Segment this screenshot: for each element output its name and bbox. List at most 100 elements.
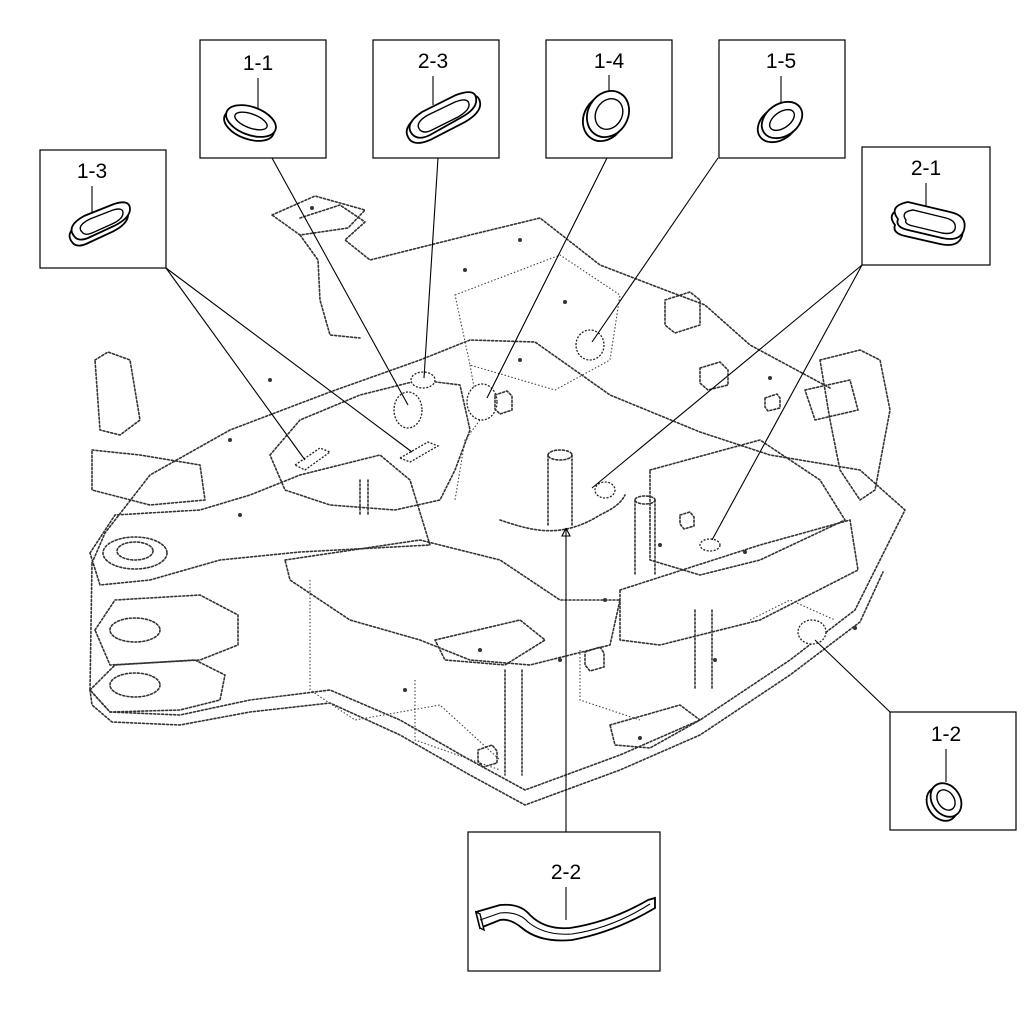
callout-label: 2-3: [418, 50, 448, 73]
bolt-dot: [768, 376, 772, 380]
bolt-dot: [478, 648, 482, 652]
frame-rear-step: [609, 704, 701, 749]
oval-grommet-icon: [756, 100, 804, 144]
bolt-dot: [743, 550, 747, 554]
frame-lower-wall-left: [309, 580, 501, 761]
oval-grommet-icon: [223, 104, 277, 142]
callout-1-2: 1-2: [889, 711, 1017, 831]
frame-side-arm: [269, 379, 471, 511]
callout-1-4: 1-4: [545, 39, 673, 159]
frame-deck-outline: [89, 339, 906, 791]
frame-lower-wall-mid: [414, 680, 501, 771]
large-oval-grommet-icon: [405, 91, 482, 144]
callout-label: 1-2: [931, 723, 961, 746]
frame-hose-guide: [499, 494, 626, 532]
frame-right-rail: [649, 439, 846, 576]
bolt-dot: [713, 658, 717, 662]
frame-lower-wall-right2: [749, 599, 836, 621]
leader-2-1a: [591, 264, 863, 489]
bolt-dot: [310, 206, 314, 210]
hole-1-4: [466, 383, 498, 421]
edge-trim-strip-icon: [474, 896, 656, 942]
bolt-dot: [268, 378, 272, 382]
frame-block: [494, 390, 513, 415]
frame-right-block: [804, 379, 859, 421]
leader-1-4: [486, 157, 608, 399]
frame-post-3: [504, 669, 523, 776]
frame-block: [664, 291, 701, 334]
hole-2-3: [410, 371, 436, 389]
frame-block: [679, 511, 695, 530]
bolt-dot: [563, 300, 567, 304]
callout-label: 1-1: [243, 52, 273, 75]
frame-left-pillar: [94, 351, 141, 436]
frame-left-bracket: [91, 449, 206, 506]
leader-1-1: [271, 157, 409, 406]
bolt-dot: [518, 358, 522, 362]
hole-1-1: [393, 391, 423, 429]
leader-2-3: [423, 157, 439, 379]
frame-inner-wall: [454, 254, 621, 391]
leader-1-3b: [165, 267, 413, 453]
frame-lower-wall-right: [579, 650, 641, 721]
bolt-dot: [558, 658, 562, 662]
frame-boom-bracket-mid: [94, 594, 239, 666]
frame-right-deck: [619, 519, 859, 646]
frame-rear-box: [299, 204, 831, 389]
hole-2-1b: [699, 538, 721, 552]
leader-1-5: [591, 157, 719, 343]
frame-deck-lower-edge: [89, 571, 884, 806]
frame-block: [584, 646, 605, 672]
callout-2-3: 2-3: [372, 39, 500, 159]
leader-1-3a: [165, 267, 306, 461]
round-grommet-icon: [582, 90, 630, 142]
hole-2-1: [594, 481, 616, 499]
frame-step-plate: [434, 619, 546, 666]
frame-boom-pin-upper-inner: [116, 541, 154, 561]
callout-label: 2-1: [911, 157, 941, 180]
frame-post-2-top: [634, 495, 656, 505]
callout-1-3: 1-3: [39, 149, 167, 269]
callout-2-1: 2-1: [861, 146, 991, 266]
callout-1-5: 1-5: [718, 39, 846, 159]
frame-rear-box-top: [271, 195, 366, 236]
frame-block: [477, 744, 498, 768]
large-oval-grommet-icon: [890, 201, 966, 246]
frame-front-plate: [284, 539, 621, 666]
bolt-dot: [638, 736, 642, 740]
frame-boom-pin-upper: [102, 536, 168, 570]
frame-upright-left: [299, 234, 361, 339]
frame-block: [699, 361, 729, 391]
frame-post-5: [359, 479, 369, 516]
frame-boom-bracket-top: [89, 454, 431, 586]
callout-1-1: 1-1: [199, 39, 327, 159]
hole-1-3a: [293, 447, 332, 471]
callout-2-2: 2-2: [467, 831, 661, 972]
frame-boom-bracket-low: [89, 659, 226, 713]
frame-right-pillar: [819, 349, 891, 501]
frame-block: [764, 393, 781, 412]
leader-2-2-tick: [561, 527, 571, 537]
hole-1-5: [575, 329, 605, 361]
callout-label: 1-3: [77, 160, 107, 183]
oval-grommet-icon: [68, 201, 131, 247]
callout-label: 1-4: [594, 50, 625, 73]
leader-1-2: [814, 639, 891, 713]
upper-frame-drawing: [89, 195, 906, 806]
frame-post-1: [547, 454, 573, 526]
frame-boom-pin-mid: [109, 617, 161, 643]
frame-post-2: [634, 499, 656, 576]
leader-2-1b: [711, 264, 863, 541]
bolt-dot: [853, 626, 857, 630]
bolt-dot: [403, 688, 407, 692]
bolt-dot: [228, 438, 232, 442]
callout-label: 2-2: [551, 861, 581, 884]
bolt-dot: [603, 598, 607, 602]
frame-post-1-top: [547, 449, 573, 461]
frame-boom-pin-low: [109, 672, 161, 698]
bolt-dot: [238, 513, 242, 517]
callout-label: 1-5: [766, 50, 796, 73]
bolt-dot: [518, 238, 522, 242]
hole-1-2: [797, 619, 827, 645]
